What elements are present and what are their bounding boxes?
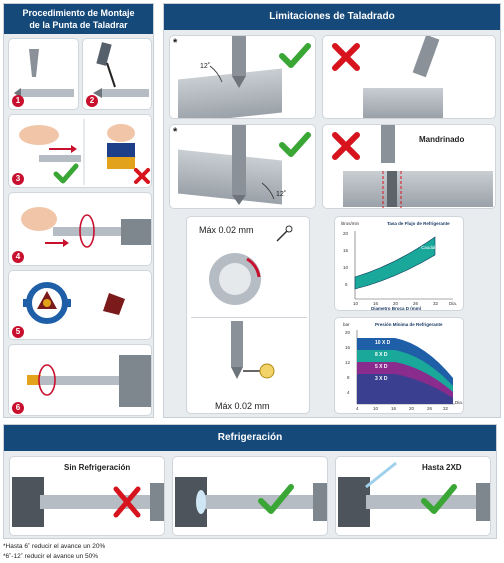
max-tolerance-label: Máx 0.02 mm (215, 401, 270, 411)
screwdriver-icon (93, 42, 149, 98)
pressure-chart (356, 330, 455, 405)
ytick: 12 (345, 360, 351, 365)
xtick: 26 (427, 406, 433, 411)
step-number: 6 (12, 402, 24, 414)
step-2-card: 2 (82, 38, 152, 110)
xtick: 20 (409, 406, 415, 411)
drill-icon (209, 36, 246, 88)
xtick: 4 (356, 406, 359, 411)
spindle-drill-illustration (12, 477, 164, 527)
ytick: 16 (345, 345, 351, 350)
cross-icon (332, 132, 360, 160)
flow-chart-xlabel: Diametro Broca D (mm) (371, 306, 422, 311)
cross-icon (134, 168, 150, 184)
cooling-header: Refrigeración (4, 425, 496, 451)
mandrinado-label: Mandrinado (419, 135, 465, 144)
flow-chart-ylabel: litros/min (341, 221, 360, 226)
step-5-card: 5 (8, 270, 152, 340)
xtick: 16 (391, 406, 397, 411)
footnote-2: *6˚-12˚ reducir el avance un 50% (3, 553, 99, 560)
angle-exit-ok-card: * 12˚ (169, 124, 316, 209)
band-label-5xd: 5 X D (375, 364, 388, 370)
limits-panel: Limitaciones de Taladrado * 12˚ * (163, 3, 501, 418)
cooling-card-label: Hasta 2XD (422, 463, 462, 472)
ytick: 10 (343, 265, 349, 270)
cross-icon (332, 43, 360, 71)
cooling-panel: Refrigeración Sin Refrigeración Hasta 2X… (3, 424, 497, 539)
angle-entry-ok-card: * 12˚ (169, 35, 316, 119)
xtick: 32 (443, 406, 449, 411)
ytick: 5 (345, 282, 348, 287)
cooling-card-external: Hasta 2XD (335, 456, 491, 536)
flow-chart-title: Tasa de Flujo de Refrigerante (387, 221, 450, 226)
xtick: 32 (433, 301, 439, 306)
xtick: 10 (373, 406, 379, 411)
asterisk-note: * (173, 126, 178, 138)
flow-band-label: Caudal (421, 245, 436, 250)
flow-chart (354, 231, 453, 300)
step-4-card: 4 (8, 192, 152, 266)
band-label-10xd: 10 X D (375, 340, 391, 346)
divider (191, 317, 307, 318)
x-unit: Dia. (449, 301, 458, 306)
mounting-header: Procedimiento de Montaje de la Punta de … (4, 4, 153, 34)
x-unit: Dia. (455, 400, 464, 405)
check-icon (279, 43, 311, 68)
ytick: 15 (343, 248, 349, 253)
mounting-panel: Procedimiento de Montaje de la Punta de … (3, 3, 154, 418)
ytick: 4 (347, 390, 350, 395)
workpiece (363, 88, 443, 118)
ytick: 20 (343, 231, 349, 236)
insert-alignment-illustration (19, 119, 135, 185)
angle-entry-bad-card (322, 35, 496, 119)
step-1-card: 1 (8, 38, 79, 110)
runout-check-illustration (209, 225, 293, 305)
step-number: 4 (12, 251, 24, 263)
drill-in-holder-illustration (27, 355, 151, 407)
band-label-3xd: 3 X D (375, 376, 388, 382)
ytick: 20 (345, 330, 351, 335)
boring-bad-card: Mandrinado (322, 124, 496, 209)
tolerance-card: Máx 0.02 mm Máx 0.02 mm (186, 216, 310, 414)
drill-icon (412, 36, 440, 78)
step-3-card: 3 (8, 114, 152, 188)
step-number: 3 (12, 173, 24, 185)
check-icon (53, 163, 79, 184)
cooling-card-none: Sin Refrigeración (9, 456, 165, 536)
band-label-8xd: 8 X D (375, 352, 388, 358)
spindle-drill-illustration (175, 477, 327, 527)
xtick: 26 (413, 301, 419, 306)
angle-label: 12˚ (200, 63, 211, 70)
limits-header: Limitaciones de Taladrado (164, 4, 500, 30)
check-icon (279, 132, 311, 157)
pressure-chart-title: Presión Mínima de Refrigerante (375, 322, 443, 327)
xtick: 10 (353, 301, 359, 306)
footnote-1: *Hasta 6˚ reducir el avance un 20% (3, 543, 106, 550)
cooling-card-internal (172, 456, 328, 536)
ytick: 8 (347, 375, 350, 380)
mounting-title-line2: de la Punta de Taladrar (29, 20, 128, 30)
cooling-card-label: Sin Refrigeración (64, 463, 131, 472)
bore-illustration (381, 125, 402, 208)
drill-runout-illustration (231, 321, 275, 379)
xtick: 20 (393, 301, 399, 306)
angle-label: 12˚ (276, 191, 287, 198)
step-number: 1 (12, 95, 24, 107)
drill-icon (232, 125, 275, 205)
spindle-drill-illustration (338, 461, 490, 527)
step-number: 5 (12, 326, 24, 338)
insert-seat-illustration (23, 282, 125, 324)
asterisk-note: * (173, 37, 178, 49)
pressure-chart-card: bar Presión Mínima de Refrigerante 10 X … (334, 317, 464, 414)
max-tolerance-label: Máx 0.02 mm (199, 225, 254, 235)
step-number: 2 (86, 95, 98, 107)
xtick: 16 (373, 301, 379, 306)
flow-chart-card: litros/min Tasa de Flujo de Refrigerante… (334, 216, 464, 311)
mounting-title-line1: Procedimiento de Montaje (22, 8, 135, 18)
step-6-card: 6 (8, 344, 152, 416)
pressure-chart-ylabel: bar (343, 322, 350, 327)
workpiece (343, 171, 493, 207)
tighten-rotation-illustration (21, 207, 151, 248)
